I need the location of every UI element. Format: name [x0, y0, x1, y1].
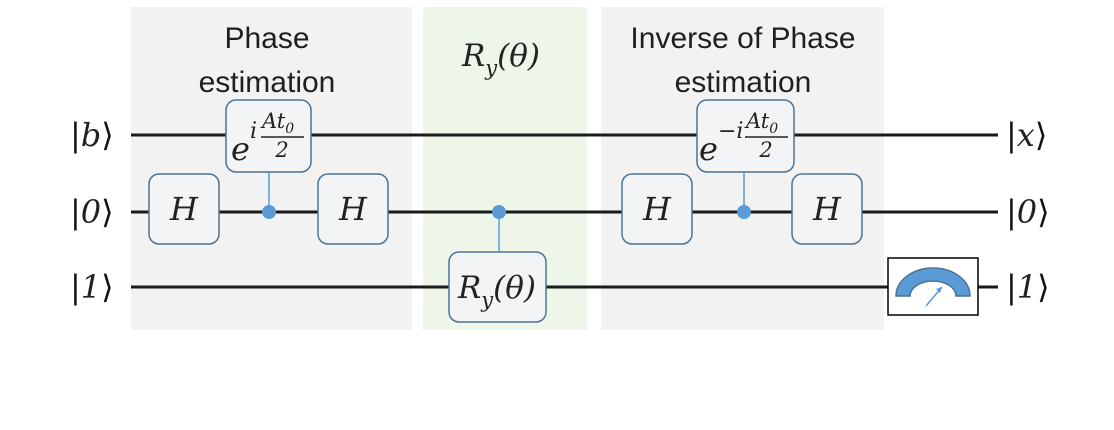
input-ket-1: |1⟩: [70, 268, 114, 306]
gate-controlled-unitary-base: e: [231, 130, 250, 168]
output-ket-1: |1⟩: [1006, 268, 1050, 306]
gate-hadamard-2: [317, 173, 389, 245]
region-title-phase-estimation-line1: Phase: [224, 22, 309, 55]
region-title-phase-estimation-line2: estimation: [199, 66, 336, 99]
region-title-inverse-phase-estimation-line1: Inverse of Phase: [630, 22, 855, 55]
gate-inverse-controlled-unitary-exp: −i: [718, 119, 743, 144]
gate-hadamard-1-label: H: [169, 190, 199, 228]
output-ket-x: |x⟩: [1006, 116, 1047, 154]
input-ket-b: |b⟩: [70, 116, 114, 154]
measurement-meter-icon: [887, 257, 979, 316]
input-ket-0: |0⟩: [70, 193, 114, 231]
gate-hadamard-4: [791, 173, 863, 245]
gate-controlled-unitary-exp-i: i: [250, 119, 257, 144]
gate-hadamard-1: [148, 173, 220, 245]
gate-rotation: [448, 251, 547, 323]
gate-hadamard-3: [621, 173, 693, 245]
control-dot-unitary: [262, 205, 276, 219]
output-ket-0: |0⟩: [1006, 193, 1050, 231]
region-title-inverse-phase-estimation-line2: estimation: [675, 66, 812, 99]
gate-inverse-controlled-unitary-denominator: 2: [758, 138, 772, 162]
gate-rotation-label: Ry(θ): [457, 270, 536, 312]
gate-hadamard-3-label: H: [642, 190, 672, 228]
gate-inverse-controlled-unitary-base: e: [699, 130, 718, 168]
control-dot-rotation: [492, 205, 506, 219]
control-dot-inverse-unitary: [737, 205, 751, 219]
gate-inverse-controlled-unitary: [696, 99, 795, 173]
gate-hadamard-4-label: H: [812, 190, 842, 228]
region-title-rotation: Ry(θ): [461, 38, 540, 80]
gate-controlled-unitary-denominator: 2: [274, 138, 288, 162]
gate-controlled-unitary: [225, 99, 312, 173]
gate-hadamard-2-label: H: [338, 190, 368, 228]
